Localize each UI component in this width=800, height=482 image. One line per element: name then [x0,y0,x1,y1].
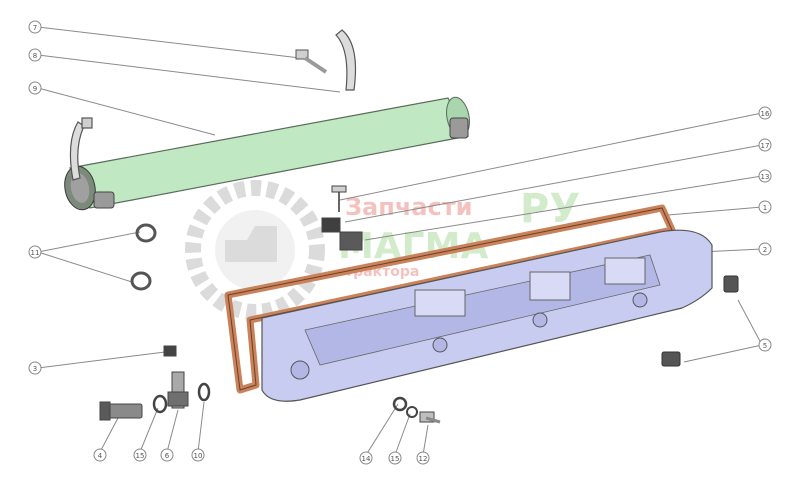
svg-text:1: 1 [763,204,767,212]
svg-text:14: 14 [362,455,371,463]
leader-13 [364,175,763,241]
callout-7: 7 [28,20,42,34]
svg-text:17: 17 [761,142,770,150]
leader-3 [37,351,166,369]
callout-13: 13 [758,169,772,183]
watermark-gear-core [215,210,295,290]
watermark-gear-icon [185,180,325,320]
svg-text:6: 6 [165,452,170,460]
leader-5b [683,344,763,363]
leader-9 [37,87,216,136]
part-cooler-tube [64,96,470,211]
part-clamp-bracket [69,29,357,181]
leader-6 [166,409,179,453]
callout-17: 17 [758,138,772,152]
part-small-fittings [99,345,211,421]
callout-12: 12 [416,451,430,465]
part-sensor [321,185,363,251]
callout-4: 4 [93,448,107,462]
part-gasket [224,204,676,394]
svg-text:3: 3 [33,365,37,373]
svg-text:15: 15 [136,452,145,460]
leader-17 [344,144,763,223]
callout-14: 14 [359,451,373,465]
svg-text:7: 7 [33,24,37,32]
leader-12 [422,424,429,456]
svg-text:12: 12 [419,455,428,463]
leader-15b [394,413,411,456]
callout-markers: 7 8 9 16 17 13 1 2 [28,20,772,465]
leader-1 [667,206,763,216]
watermark-tractor-icon [225,226,277,262]
callout-15-left: 15 [133,448,147,462]
callout-5: 5 [758,338,772,352]
leader-11a [37,231,141,253]
leader-14 [365,403,399,456]
leader-7 [37,26,301,59]
svg-text:16: 16 [761,110,770,118]
leader-5a [737,299,763,346]
svg-text:11: 11 [31,249,40,257]
callout-8: 8 [28,48,42,62]
callout-11: 11 [28,245,42,259]
part-bolt-7 [295,49,328,74]
svg-text:15: 15 [391,455,400,463]
leader-16 [339,112,763,201]
svg-text:10: 10 [194,452,203,460]
part-bottom-fasteners [392,396,441,424]
watermark-word-1: Запчасти [345,193,472,221]
part-plugs [661,275,739,367]
callout-2: 2 [758,242,772,256]
callout-15-right: 15 [388,451,402,465]
leader-15a [139,407,159,453]
part-manifold-housing [261,229,713,402]
svg-text:13: 13 [761,173,770,181]
svg-text:5: 5 [763,342,767,350]
svg-text:9: 9 [33,85,37,93]
leader-4 [99,417,119,453]
callout-9: 9 [28,81,42,95]
leader-8 [37,54,341,93]
svg-text:4: 4 [98,452,103,460]
callout-16: 16 [758,106,772,120]
callout-6: 6 [160,448,174,462]
leader-11b [37,251,133,283]
part-o-rings [130,223,157,291]
leader-10 [197,401,205,453]
callout-10: 10 [191,448,205,462]
svg-text:8: 8 [33,52,37,60]
callout-1: 1 [758,200,772,214]
svg-text:2: 2 [763,246,767,254]
callout-3: 3 [28,361,42,375]
